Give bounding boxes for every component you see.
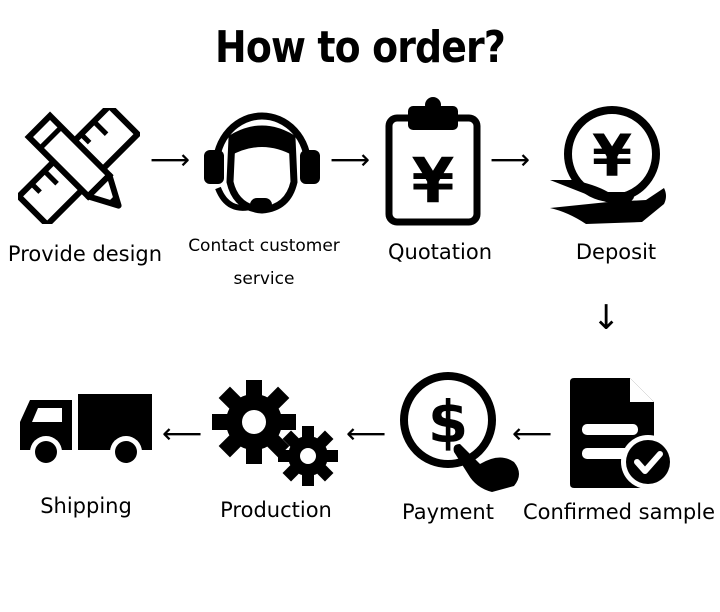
step-label-contact-customer: Contact customer service xyxy=(176,230,352,296)
arrow-left: ⟵ xyxy=(162,417,203,450)
page-title: How to order? xyxy=(215,22,506,73)
arrow-down: ↓ xyxy=(592,298,621,338)
arrow-left: ⟵ xyxy=(346,417,387,450)
gears-icon xyxy=(210,378,340,486)
arrow-left: ⟵ xyxy=(512,417,553,450)
dollar-symbol: $ xyxy=(428,388,468,456)
yen-symbol: ¥ xyxy=(411,144,454,217)
step-label-deposit: Deposit xyxy=(575,240,657,264)
step-label-provide-design: Provide design xyxy=(7,242,163,266)
clipboard-yen-icon: ¥ xyxy=(384,96,482,226)
step-label-payment: Payment xyxy=(402,500,494,524)
truck-icon xyxy=(18,392,154,470)
pencil-ruler-icon xyxy=(18,108,140,224)
arrow-right: ⟶ xyxy=(490,143,531,176)
arrow-right: ⟶ xyxy=(330,143,371,176)
yen-symbol: ¥ xyxy=(592,122,632,190)
step-label-confirmed-sample: Confirmed sample xyxy=(522,500,716,524)
step-label-contact-line2: service xyxy=(233,269,295,289)
step-label-quotation: Quotation xyxy=(387,240,492,264)
step-label-shipping: Shipping xyxy=(40,494,132,518)
dollar-tap-icon: $ xyxy=(396,370,528,494)
arrow-right: ⟶ xyxy=(150,143,191,176)
hand-yen-coin-icon: ¥ xyxy=(546,104,668,228)
document-check-icon xyxy=(568,376,678,490)
step-label-production: Production xyxy=(220,498,332,522)
step-label-contact-line1: Contact customer xyxy=(188,236,340,256)
headset-agent-icon xyxy=(198,104,326,224)
